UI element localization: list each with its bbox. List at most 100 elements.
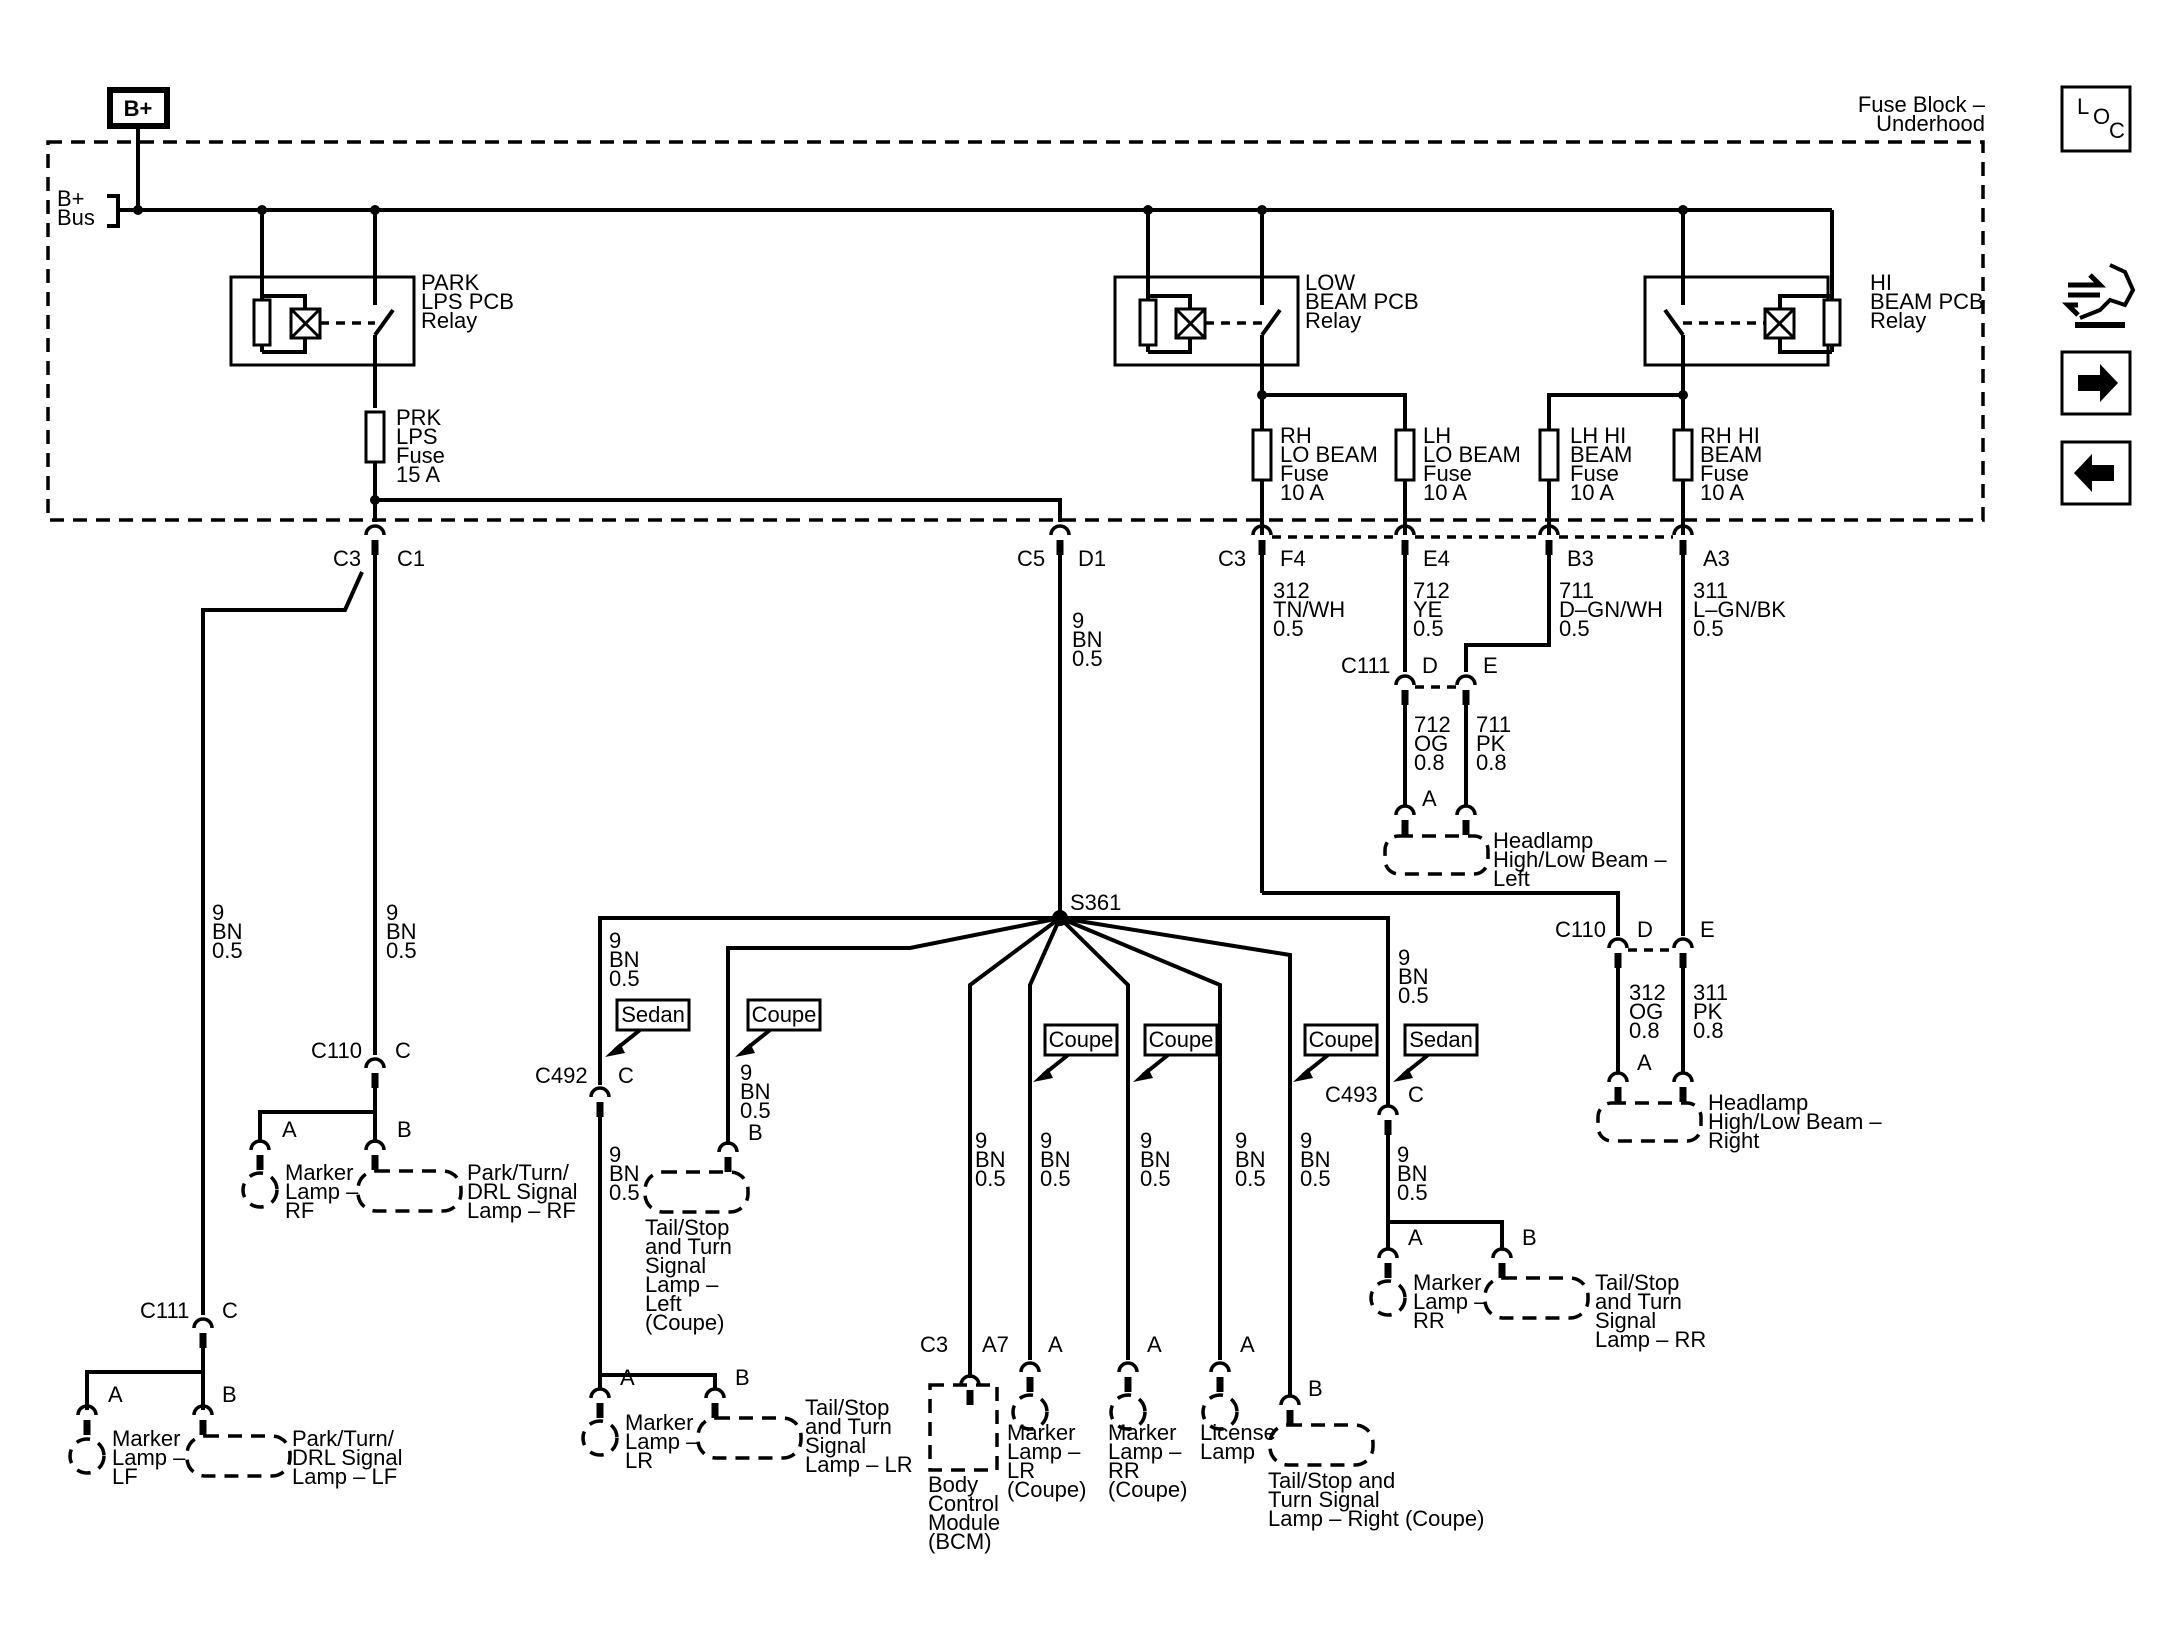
connector-labels-c493-c: C: [1408, 1082, 1424, 1107]
tag-coupe-mrr: Coupe: [1133, 1023, 1219, 1082]
battery-source: B+: [107, 87, 170, 210]
connector-c110-right: C110 D E: [1555, 917, 1715, 970]
fuse-block-label: Fuse Block –Underhood: [1858, 92, 1986, 136]
connector-labels-rf-a: A: [282, 1117, 297, 1142]
connector-labels-tail-left-b: B: [748, 1120, 763, 1145]
bus-label: B+Bus: [57, 186, 95, 230]
connector-labels-c111-left: C111: [140, 1298, 189, 1323]
connector-labels-mlr-a: A: [1048, 1332, 1063, 1357]
arrow-left-icon[interactable]: [2060, 440, 2132, 506]
connector-labels-splice: S361: [1070, 890, 1121, 915]
tag-coupe-mlr: Coupe: [1033, 1023, 1119, 1082]
connector-labels-rr-a: A: [1408, 1225, 1423, 1250]
b-plus-bus: B+Bus: [57, 186, 1832, 230]
tags-coupe-left: Coupe: [752, 1002, 817, 1027]
connector-labels-lr-b: B: [735, 1365, 750, 1390]
tags-coupe-mlr: Coupe: [1049, 1027, 1114, 1052]
connector-labels-lf-a: A: [108, 1382, 123, 1407]
car-wrench-icon[interactable]: [2061, 263, 2136, 328]
tags-coupe-mrr: Coupe: [1149, 1027, 1214, 1052]
connector-labels-rr-b: B: [1522, 1225, 1537, 1250]
connector-labels-lr-a: A: [620, 1365, 635, 1390]
arrow-right-icon[interactable]: [2060, 350, 2132, 416]
connector-c111-left: C111 C: [140, 1298, 238, 1350]
nav-loc-0: L: [2077, 94, 2089, 119]
connector-labels-c1: C1: [397, 546, 425, 571]
connector-labels-c110-d: D: [1637, 917, 1653, 942]
connector-c110-left: C110 C: [311, 1038, 411, 1090]
connector-labels-c5: C5: [1017, 546, 1045, 571]
connector-c3-c1: C3 C1: [333, 524, 425, 571]
connector-labels-hl-left-a: A: [1422, 786, 1437, 811]
nav-loc-2: C: [2109, 118, 2125, 143]
connector-labels-c3-left: C3: [333, 546, 361, 571]
connector-c5-d1: C5 D1: [1017, 524, 1106, 571]
connector-labels-c110-e: E: [1700, 917, 1715, 942]
connector-c492: C492 C: [535, 1063, 634, 1119]
fuse-block-outline: [46, 140, 1985, 522]
connector-labels-bcm-a7: A7: [982, 1332, 1009, 1357]
connector-labels-c111-e: E: [1483, 653, 1498, 678]
tags-sedan-right: Sedan: [1409, 1027, 1473, 1052]
connector-labels-c3-right: C3: [1218, 546, 1246, 571]
connector-c493: C493 C: [1325, 1082, 1424, 1137]
connector-labels-trr-b: B: [1308, 1376, 1323, 1401]
connector-c3-right: C3 F4 E4 B3 A3: [1218, 524, 1730, 571]
nav-loc-1: O: [2093, 104, 2110, 129]
connector-labels-b3: B3: [1567, 546, 1594, 571]
battery-label: B+: [124, 96, 153, 121]
connector-labels-c111-top: C111: [1341, 653, 1390, 678]
loc-button[interactable]: L O C: [2060, 85, 2132, 153]
connector-labels-hl-right-a: A: [1637, 1050, 1652, 1075]
tags-coupe-trr: Coupe: [1309, 1027, 1374, 1052]
tags-sedan-left: Sedan: [621, 1002, 685, 1027]
connector-labels-lf-b: B: [222, 1382, 237, 1407]
connector-labels-e4: E4: [1423, 546, 1450, 571]
